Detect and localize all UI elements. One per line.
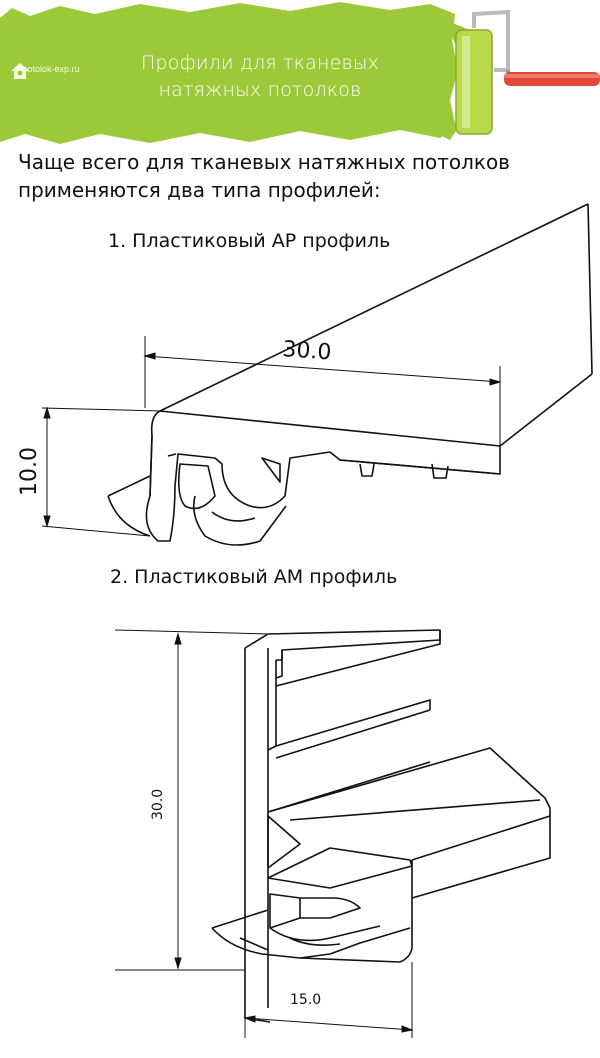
logo-text: potolok-exp.ru <box>22 64 80 74</box>
am-height-label: 30.0 <box>150 789 166 820</box>
intro-text: Чаще всего для тканевых натяжных потолко… <box>18 148 593 204</box>
profile-ap-drawing: 30.0 10.0 <box>17 203 593 546</box>
profile-am-heading: 2. Пластиковый AM профиль <box>110 566 398 588</box>
paint-roller-icon <box>455 9 600 135</box>
site-logo: potolok-exp.ru <box>10 62 92 79</box>
intro-line-1: Чаще всего для тканевых натяжных потолко… <box>18 150 510 174</box>
intro-line-2: применяются два типа профилей: <box>18 178 381 202</box>
profile-am-drawing: 30.0 15.0 <box>114 629 551 1038</box>
header-banner: potolok-exp.ru Профили для тканевых натя… <box>0 0 600 150</box>
ap-width-label: 30.0 <box>282 337 333 365</box>
title-line-1: Профили для тканевых <box>140 52 380 74</box>
title-line-2: натяжных потолков <box>158 79 362 101</box>
house-icon <box>11 63 29 79</box>
profile-ap-heading: 1. Пластиковый AP профиль <box>108 230 391 252</box>
am-width-label: 15.0 <box>290 992 321 1008</box>
page-title: Профили для тканевых натяжных потолков <box>100 50 420 104</box>
paint-stroke-background <box>0 2 600 144</box>
ap-height-label: 10.0 <box>17 447 42 496</box>
